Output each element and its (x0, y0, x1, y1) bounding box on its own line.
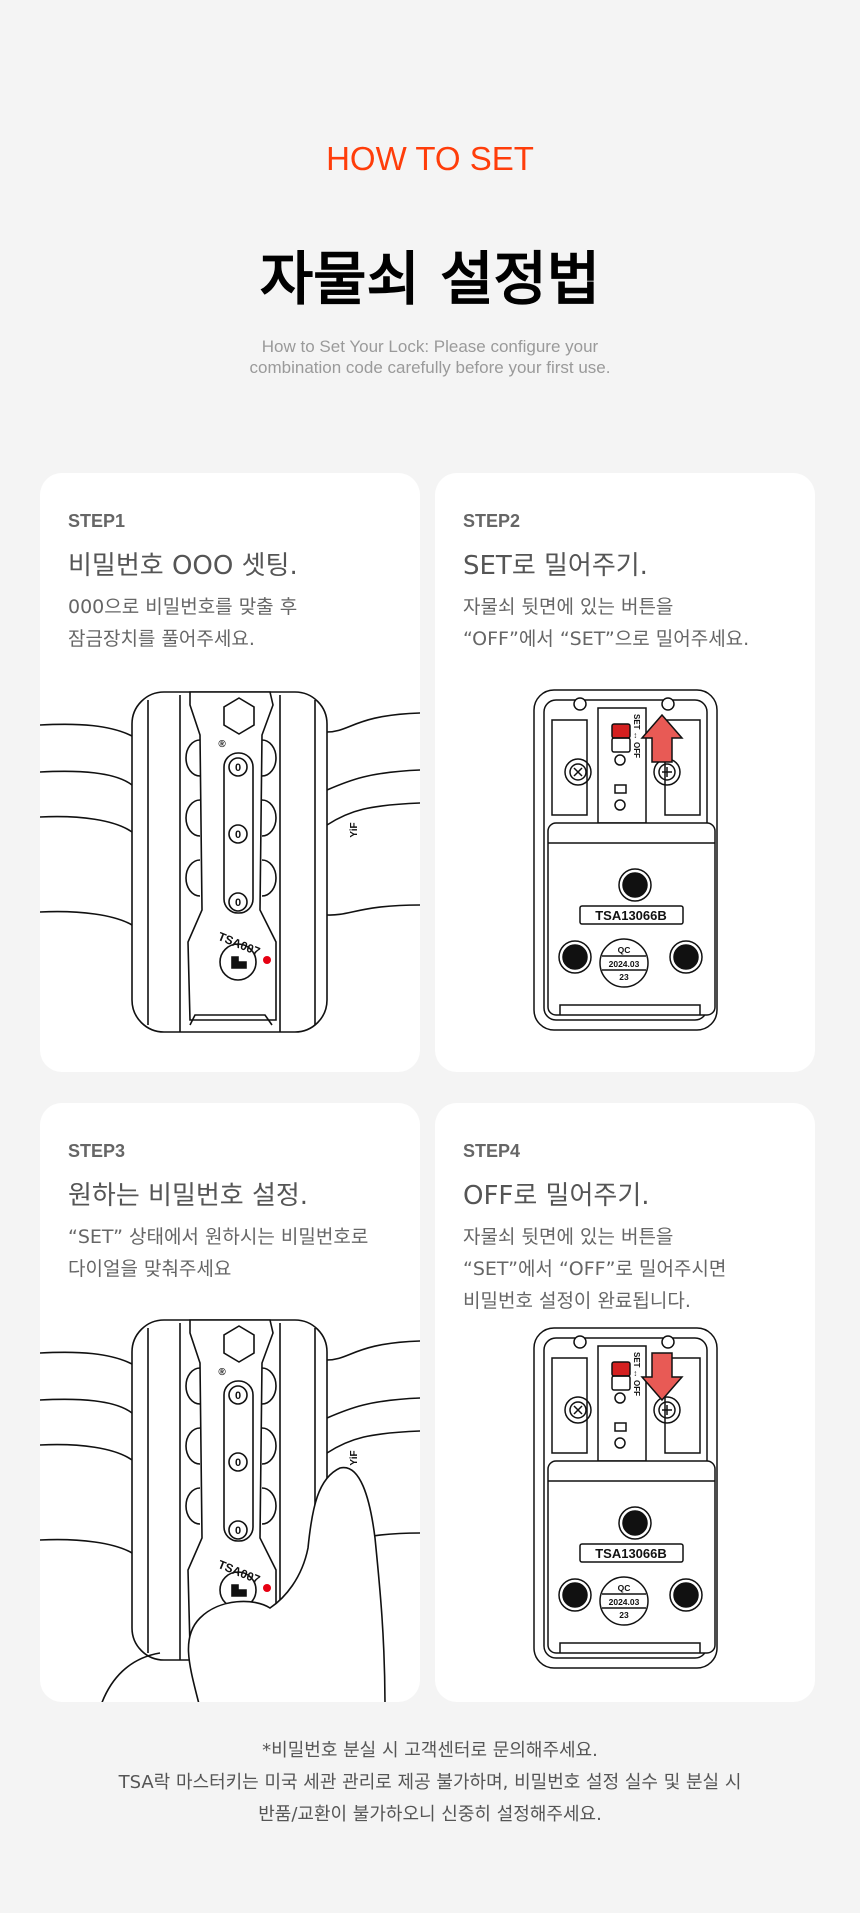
dial-digit: 0 (235, 897, 241, 909)
notice-line: *비밀번호 분실 시 고객센터로 문의해주세요. (262, 1740, 598, 1761)
step-description: 자물쇠 뒷면에 있는 버튼을 “OFF”에서 “SET”으로 밀어주세요. (463, 591, 749, 655)
desc-line: 자물쇠 뒷면에 있는 버튼을 (463, 1226, 674, 1248)
indicator-dot (263, 1584, 271, 1592)
step-title: SET로 밀어주기. (463, 551, 648, 581)
desc-line: 000으로 비밀번호를 맞출 후 (68, 596, 298, 618)
section-eyebrow: HOW TO SET (326, 140, 534, 177)
step-card-4: STEP4 OFF로 밀어주기. 자물쇠 뒷면에 있는 버튼을 “SET”에서 “… (435, 1103, 815, 1702)
page-title: 자물쇠 설정법 (259, 245, 601, 313)
qc-number: 23 (619, 1610, 629, 1620)
step-title: 원하는 비밀번호 설정. (68, 1181, 309, 1211)
dial-digit: 0 (235, 1390, 241, 1402)
arrow-icon (640, 713, 684, 763)
keyhole-icon (219, 943, 257, 981)
indicator-dot (263, 956, 271, 964)
dial-digit: 0 (235, 829, 241, 841)
dial-digit: 0 (235, 1525, 241, 1537)
footer-notice: *비밀번호 분실 시 고객센터로 문의해주세요. TSA락 마스터키는 미국 세… (0, 1735, 860, 1831)
registered-mark: ® (218, 1367, 226, 1378)
brand-mark: YiF (349, 822, 360, 837)
desc-line: 자물쇠 뒷면에 있는 버튼을 (463, 596, 674, 618)
switch-label: SET ↔ OFF (632, 1352, 641, 1396)
step-card-2: STEP2 SET로 밀어주기. 자물쇠 뒷면에 있는 버튼을 “OFF”에서 “… (435, 473, 815, 1072)
dial-digit: 0 (235, 762, 241, 774)
lock-front-hand-illustration: ® 0 0 0 TSA007 YiF (40, 1308, 420, 1702)
desc-line: 잠금장치를 풀어주세요. (68, 628, 255, 650)
step-label: STEP4 (463, 1141, 521, 1161)
dial-digit: 0 (235, 1457, 241, 1469)
step-title: OFF로 밀어주기. (463, 1181, 650, 1211)
page-subtitle: How to Set Your Lock: Please configure y… (0, 336, 860, 378)
step-title: 비밀번호 OOO 셋팅. (68, 551, 298, 581)
notice-line: 반품/교환이 불가하오니 신중히 설정해주세요. (258, 1804, 602, 1825)
model-label: TSA13066B (595, 1546, 667, 1561)
step-label: STEP1 (68, 511, 126, 531)
qc-number: 23 (619, 972, 629, 982)
qc-label: QC (618, 945, 631, 955)
arrow-icon (640, 1352, 684, 1402)
subtitle-line: How to Set Your Lock: Please configure y… (261, 337, 599, 356)
switch-label: SET ↔ OFF (632, 714, 641, 758)
step-label: STEP3 (68, 1141, 126, 1161)
notice-line: TSA락 마스터키는 미국 세관 관리로 제공 불가하며, 비밀번호 설정 실수… (118, 1772, 742, 1793)
lock-back-illustration: SET ↔ OFF TSA13066B QC 2024.03 23 (520, 1318, 815, 1702)
step-card-3: STEP3 원하는 비밀번호 설정. “SET” 상태에서 원하시는 비밀번호로… (40, 1103, 420, 1702)
hand-illustration (187, 1466, 386, 1702)
qc-label: QC (618, 1583, 631, 1593)
model-label: TSA13066B (595, 908, 667, 923)
subtitle-line: combination code carefully before your f… (249, 358, 611, 377)
strap-lines (40, 712, 420, 926)
qc-date: 2024.03 (609, 959, 640, 969)
lock-front-illustration: ® 0 0 0 TSA007 YiF (40, 680, 420, 1072)
brand-mark: YiF (349, 1450, 360, 1465)
desc-line: 다이얼을 맞춰주세요 (68, 1258, 232, 1280)
desc-line: “SET” 상태에서 원하시는 비밀번호로 (68, 1226, 369, 1248)
registered-mark: ® (218, 739, 226, 750)
desc-line: 비밀번호 설정이 완료됩니다. (463, 1290, 691, 1312)
step-label: STEP2 (463, 511, 521, 531)
lock-back-illustration: SET ↔ OFF TSA13066B QC 2024.03 23 (520, 680, 815, 1072)
desc-line: “OFF”에서 “SET”으로 밀어주세요. (463, 628, 750, 650)
desc-line: “SET”에서 “OFF”로 밀어주시면 (463, 1258, 727, 1280)
qc-date: 2024.03 (609, 1597, 640, 1607)
